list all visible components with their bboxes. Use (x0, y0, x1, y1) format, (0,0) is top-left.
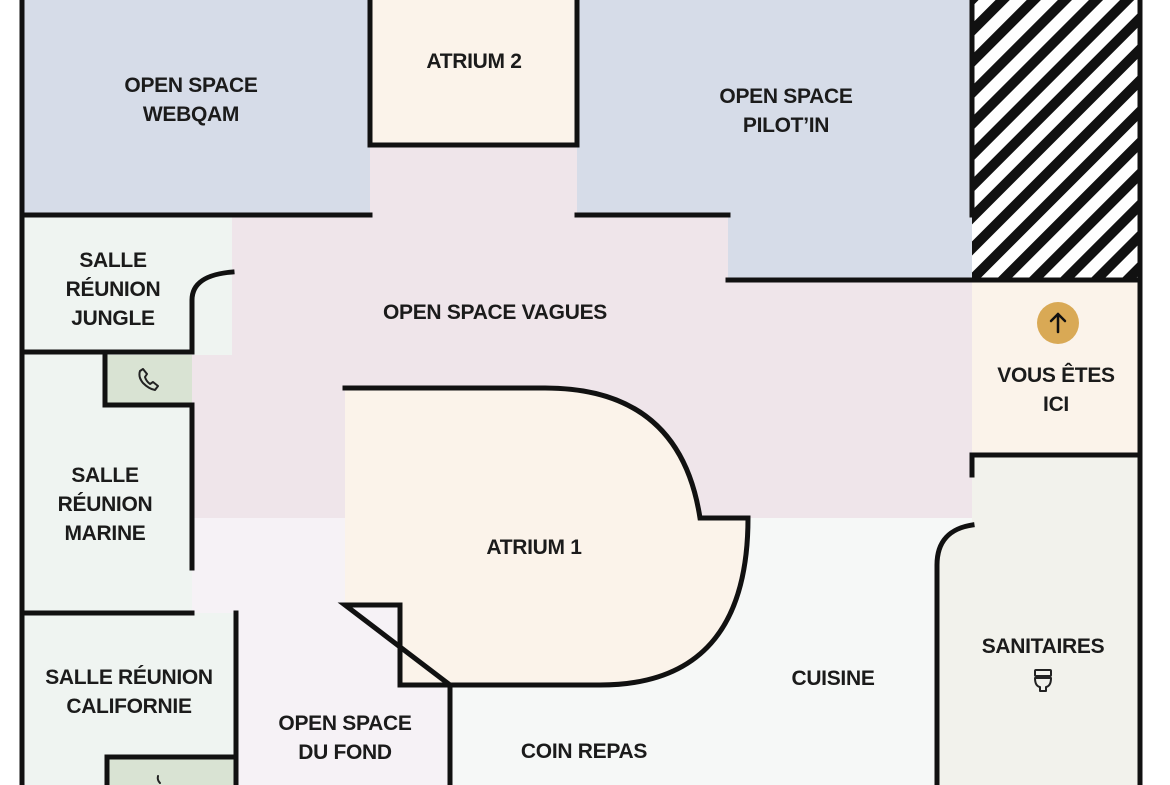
label-line: OPEN SPACE (278, 712, 411, 735)
label-line: JUNGLE (71, 307, 155, 330)
phone-icon[interactable] (138, 368, 159, 391)
label-atrium-1: ATRIUM 1 (486, 536, 582, 559)
label-atrium-2: ATRIUM 2 (426, 50, 521, 73)
label-line: VOUS ÊTES (997, 363, 1115, 387)
wall-jungle-right (19, 269, 235, 355)
label-line: SALLE (79, 249, 147, 272)
zone-restricted-hatched (972, 0, 1140, 280)
wall-ici-bottom (969, 452, 1143, 478)
label-line: OPEN SPACE (124, 74, 257, 97)
label-line: COIN REPAS (521, 740, 647, 763)
label-line: CUISINE (791, 667, 874, 690)
label-line: SALLE RÉUNION (45, 666, 213, 689)
label-line: SALLE (71, 464, 139, 487)
label-line: MARINE (64, 522, 145, 545)
zone-phone-booth-upper[interactable] (105, 355, 192, 405)
label-line: CALIFORNIE (66, 695, 192, 718)
label-sanitaires: SANITAIRES (982, 635, 1105, 658)
label-open-space-pilotin: OPEN SPACE PILOT’IN (719, 85, 852, 137)
label-line: WEBQAM (143, 103, 239, 126)
zone-phone-booth-lower[interactable] (107, 757, 236, 785)
label-open-space-vagues: OPEN SPACE VAGUES (383, 301, 607, 324)
label-salle-marine: SALLE RÉUNION MARINE (58, 464, 153, 545)
label-line: PILOT’IN (743, 114, 829, 137)
label-salle-jungle: SALLE RÉUNION JUNGLE (66, 249, 161, 330)
walls (19, 0, 1143, 785)
wall-phone-lower (104, 754, 239, 785)
label-vous-etes-ici: VOUS ÊTES ICI (997, 363, 1115, 416)
label-line: OPEN SPACE (719, 85, 852, 108)
zones (22, 0, 1140, 785)
arrow-up-icon[interactable] (1037, 302, 1079, 344)
label-line: DU FOND (298, 741, 392, 764)
zone-open-space-webqam[interactable] (22, 0, 370, 215)
label-salle-californie: SALLE RÉUNION CALIFORNIE (45, 666, 213, 718)
label-open-space-du-fond: OPEN SPACE DU FOND (278, 712, 411, 764)
label-open-space-webqam: OPEN SPACE WEBQAM (124, 74, 257, 126)
label-cuisine: CUISINE (791, 667, 874, 690)
zone-atrium-1[interactable] (345, 388, 748, 685)
label-line: RÉUNION (58, 493, 153, 516)
label-line: OPEN SPACE VAGUES (383, 301, 607, 324)
wall-sanitaires (934, 522, 975, 785)
label-coin-repas: COIN REPAS (521, 740, 647, 763)
label-line: ATRIUM 2 (426, 50, 521, 73)
label-line: ICI (1043, 393, 1069, 416)
wall-atrium-1 (337, 385, 751, 785)
zone-atrium-2[interactable] (370, 0, 577, 145)
label-line: SANITAIRES (982, 635, 1105, 658)
toilet-icon (1034, 669, 1052, 692)
zone-sanitaires[interactable] (937, 455, 1140, 785)
label-line: ATRIUM 1 (486, 536, 582, 559)
wall-atrium-2 (367, 0, 580, 148)
labels: OPEN SPACE WEBQAM ATRIUM 2 OPEN SPACE PILO… (45, 50, 1115, 764)
phone-icon-lower[interactable] (156, 775, 161, 784)
label-line: RÉUNION (66, 278, 161, 301)
wall-phone-upper (102, 352, 195, 571)
zone-open-space-pilotin[interactable] (577, 0, 972, 280)
